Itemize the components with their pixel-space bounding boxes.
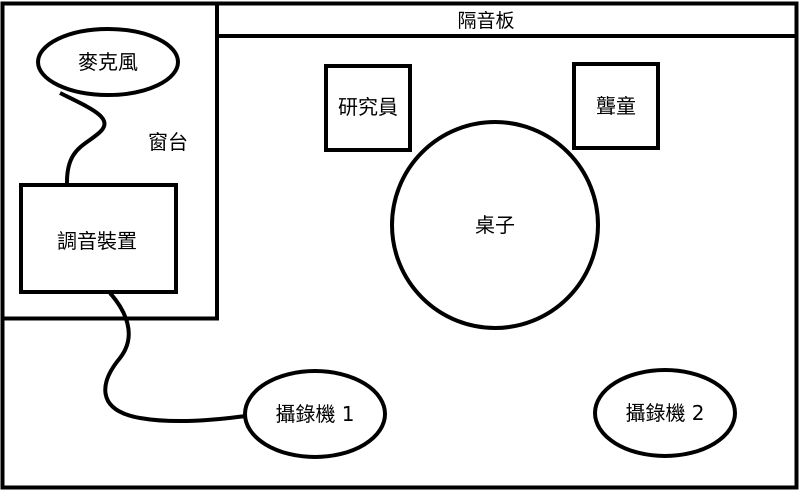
microphone-cable <box>59 91 107 186</box>
camera-2-label: 攝錄機 2 <box>625 401 704 425</box>
camera-cable <box>103 291 247 424</box>
camera-1-node <box>243 369 387 459</box>
deaf-child-label: 聾童 <box>596 94 636 118</box>
deaf-child-box <box>572 62 660 150</box>
microphone-node <box>36 27 180 97</box>
table-circle <box>390 120 600 330</box>
sound-barrier-label: 隔音板 <box>457 10 514 32</box>
window-sill-room <box>0 1 219 321</box>
table-label: 桌子 <box>475 213 515 237</box>
microphone-label: 麥克風 <box>78 50 138 74</box>
researcher-box <box>324 64 412 152</box>
camera-1-label: 攝錄機 1 <box>275 402 354 426</box>
sound-mixer-box <box>19 183 178 294</box>
window-sill-label: 窗台 <box>148 130 188 154</box>
sound-mixer-label: 調音裝置 <box>57 229 137 253</box>
camera-2-node <box>593 368 737 458</box>
researcher-label: 研究員 <box>338 95 398 119</box>
